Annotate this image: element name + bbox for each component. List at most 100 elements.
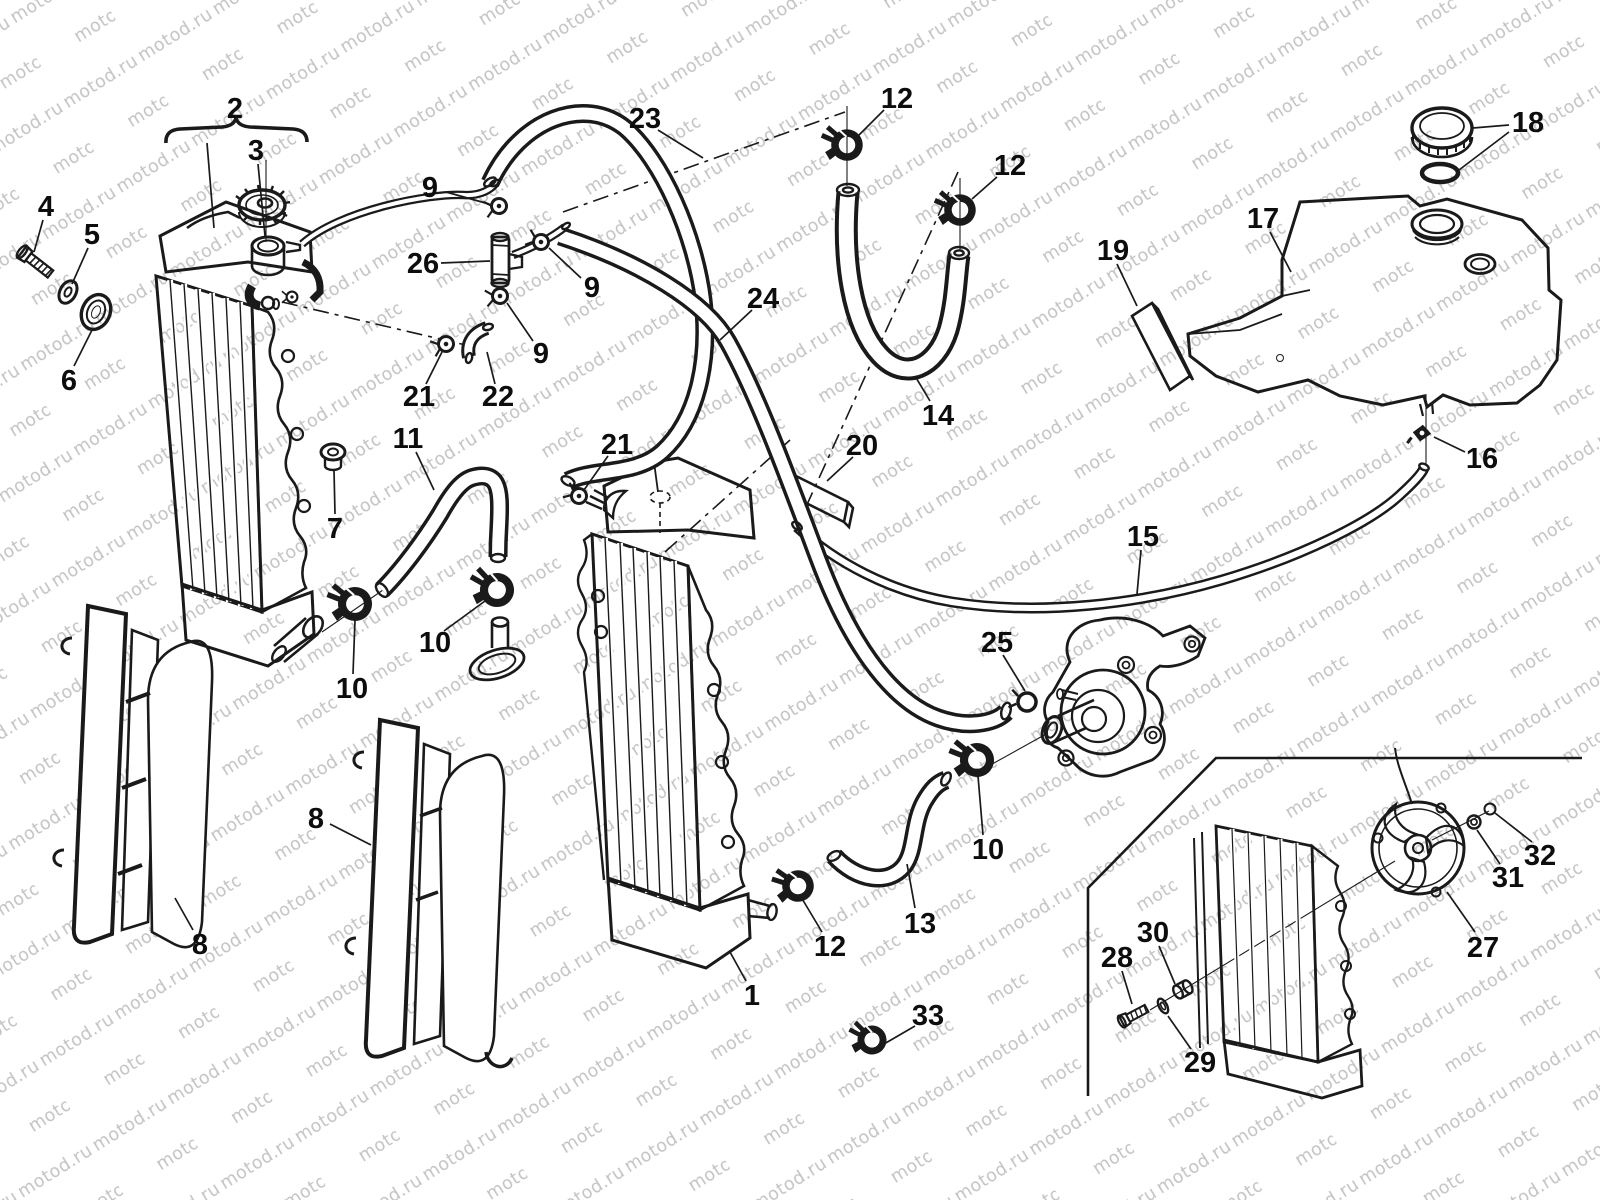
inset-panel — [1086, 747, 1582, 1100]
callout-24: 24 — [747, 283, 779, 315]
callout-10: 10 — [336, 673, 368, 705]
leader-line-27 — [1446, 891, 1476, 933]
pad-19 — [1130, 301, 1195, 392]
rubber-grommet — [79, 292, 113, 332]
bottom-tank — [180, 581, 316, 668]
leader-line-13 — [906, 863, 916, 909]
tank-cap — [1410, 106, 1474, 159]
radiator-guard-right — [344, 717, 514, 1069]
leader-line-2 — [206, 142, 215, 229]
callout-1: 1 — [744, 980, 760, 1012]
leader-line-32 — [1494, 812, 1533, 843]
radiator-cap — [235, 184, 291, 228]
callout-10: 10 — [972, 834, 1004, 866]
leader-line-7 — [333, 469, 336, 515]
callout-3: 3 — [248, 135, 264, 167]
radiator-center — [576, 456, 778, 970]
callout-31: 31 — [1492, 862, 1524, 894]
callout-21: 21 — [403, 381, 435, 413]
leader-line-12 — [971, 176, 998, 200]
tank-outlet-stub — [1418, 401, 1435, 417]
leader-line-21 — [425, 351, 443, 385]
side-bracket-right — [686, 565, 746, 913]
hoses — [299, 104, 1430, 888]
inlet-stub-ribs — [585, 488, 608, 511]
rubber-bushing — [319, 442, 347, 472]
callout-layer: 1234567889991010101112121213141516171819… — [33, 83, 1556, 1079]
leader-line-9 — [445, 191, 490, 205]
callout-14: 14 — [922, 400, 954, 432]
leader-line-22 — [486, 351, 496, 385]
water-pump — [1040, 616, 1207, 778]
side-bracket — [250, 304, 308, 615]
callout-8: 8 — [192, 929, 208, 961]
leader-line-4 — [33, 219, 44, 253]
callout-19: 19 — [1097, 235, 1129, 267]
bottom-tank — [606, 875, 752, 970]
callout-16: 16 — [1466, 443, 1498, 475]
callout-27: 27 — [1467, 932, 1499, 964]
leader-line-20 — [826, 456, 854, 482]
leader-line-14 — [914, 375, 931, 402]
leader-line-19 — [1116, 263, 1138, 307]
callout-9: 9 — [584, 272, 600, 304]
callout-9: 9 — [533, 338, 549, 370]
callout-9: 9 — [422, 172, 438, 204]
callout-21: 21 — [601, 429, 633, 461]
callout-10: 10 — [419, 627, 451, 659]
callout-29: 29 — [1184, 1047, 1216, 1079]
leader-line-11 — [415, 451, 435, 491]
leader-line-33 — [883, 1025, 916, 1045]
callout-23: 23 — [629, 103, 661, 135]
leader-line-10 — [352, 619, 356, 675]
leader-line-29 — [1167, 1015, 1192, 1050]
drain-elbow — [244, 283, 280, 311]
cooling-fan — [1370, 747, 1466, 898]
fan-bolt — [1116, 1003, 1150, 1029]
cap-seal-ring — [1419, 161, 1461, 185]
callout-12: 12 — [881, 83, 913, 115]
outlet-spout — [468, 616, 526, 682]
callout-26: 26 — [407, 248, 439, 280]
leader-line-28 — [1121, 970, 1133, 1005]
leader-line-8 — [329, 823, 372, 846]
core-tube-lines — [169, 279, 254, 610]
fan-washer — [1156, 997, 1170, 1015]
callout-32: 32 — [1524, 840, 1556, 872]
corner-inlet — [602, 489, 630, 521]
radiator-guard-left — [52, 603, 214, 949]
leader-line-9 — [506, 302, 534, 342]
inset-radiator — [1193, 824, 1364, 1100]
callout-20: 20 — [846, 430, 878, 462]
callout-7: 7 — [327, 513, 343, 545]
callout-22: 22 — [482, 381, 514, 413]
leader-line-21 — [583, 455, 609, 491]
expansion-tank — [1186, 194, 1563, 417]
callout-12: 12 — [814, 931, 846, 963]
leader-line-6 — [73, 329, 93, 367]
callout-15: 15 — [1127, 521, 1159, 553]
mount-bolt — [15, 244, 55, 280]
bottom-outlet-stub — [747, 898, 778, 922]
leader-line-25 — [1002, 654, 1026, 692]
assembly-axis-lines — [281, 111, 959, 553]
callout-13: 13 — [904, 908, 936, 940]
callout-18: 18 — [1512, 107, 1544, 139]
leader-line-18 — [1458, 131, 1510, 171]
callout-25: 25 — [981, 627, 1013, 659]
fan-spacer — [1171, 979, 1194, 1000]
leader-line-10 — [977, 775, 984, 836]
leader-line-18 — [1472, 124, 1510, 129]
inset-border — [1086, 756, 1582, 1096]
leader-line-31 — [1476, 829, 1501, 865]
leader-line-12 — [800, 896, 823, 933]
hose-end-openings — [374, 176, 1430, 863]
assembly-brace-2 — [164, 117, 309, 144]
leader-line-1 — [729, 951, 747, 982]
leader-line-3 — [257, 163, 266, 237]
leader-line-23 — [657, 129, 704, 159]
tank-secondary-boss — [1463, 253, 1497, 275]
leader-line-15 — [1136, 549, 1142, 595]
